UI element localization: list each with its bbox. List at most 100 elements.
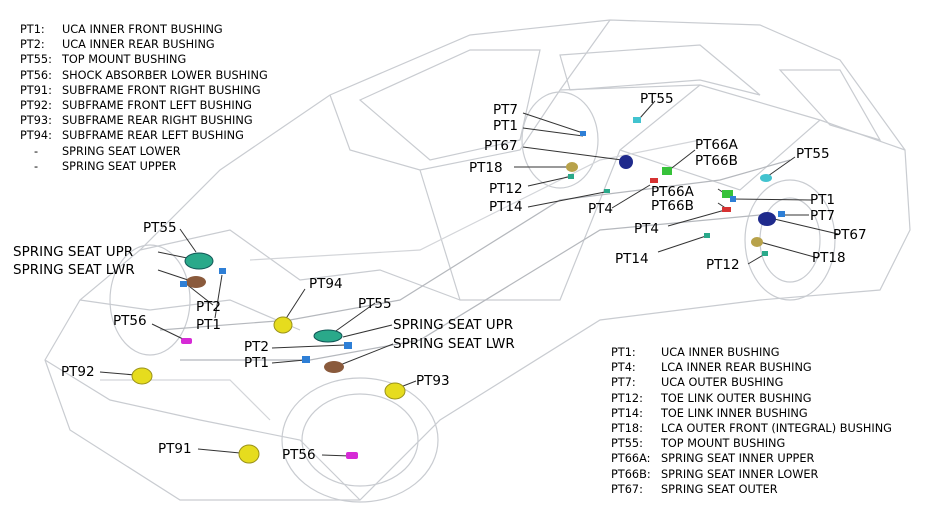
callout-rr-pt4: PT4 xyxy=(634,221,659,237)
callout-rr-pt7: PT7 xyxy=(810,208,835,224)
leader-lines xyxy=(99,100,839,457)
legend-desc: UCA OUTER BUSHING xyxy=(661,376,784,390)
legend-row: PT93:SUBFRAME REAR RIGHT BUSHING xyxy=(20,113,268,128)
legend-code: PT91: xyxy=(20,83,52,97)
legend-row: PT94:SUBFRAME REAR LEFT BUSHING xyxy=(20,128,268,143)
callout-fr-pt91: PT91 xyxy=(158,441,192,457)
pt1-rear-right-bushing xyxy=(730,196,736,202)
legend-code: PT66A: xyxy=(611,452,651,466)
legend-row: PT66B: SPRING SEAT INNER LOWER xyxy=(611,467,892,482)
legend-code: PT55: xyxy=(20,53,52,67)
callout-fl-pt55: PT55 xyxy=(143,220,177,236)
pt55-rear-right-mount xyxy=(760,174,772,182)
legend-row: PT14: TOE LINK INNER BUSHING xyxy=(611,406,892,421)
pt66-rear-left-seat xyxy=(662,167,672,175)
legend-row: PT92:SUBFRAME FRONT LEFT BUSHING xyxy=(20,98,268,113)
pt55-front-right-mount xyxy=(313,329,343,343)
callout-rr-pt55: PT55 xyxy=(796,146,830,162)
legend-row: PT2: UCA INNER REAR BUSHING xyxy=(20,37,268,52)
callout-fr-spring-lwr: SPRING SEAT LWR xyxy=(393,336,515,352)
legend-code: - xyxy=(34,159,39,173)
legend-desc: UCA INNER FRONT BUSHING xyxy=(62,23,223,36)
pt93-subframe-bushing xyxy=(384,382,406,400)
legend-desc: SPRING SEAT OUTER xyxy=(661,482,778,496)
legend-row: PT56: SHOCK ABSORBER LOWER BUSHING xyxy=(20,68,268,83)
spring-seat-lwr-front-left xyxy=(186,276,206,288)
callout-rl-pt66a: PT66A xyxy=(695,137,738,153)
callout-rl-pt18: PT18 xyxy=(469,160,503,176)
callout-fr-pt93: PT93 xyxy=(416,373,450,389)
callout-fr-spring-upr: SPRING SEAT UPR xyxy=(393,317,514,333)
callout-fl-pt2: PT2 xyxy=(196,299,221,315)
legend-code: PT2: xyxy=(20,38,45,52)
legend-code: PT67: xyxy=(611,482,643,496)
callout-rl-pt12: PT12 xyxy=(489,181,523,197)
legend-desc: UCA INNER REAR BUSHING xyxy=(62,38,215,52)
legend-code: PT66B: xyxy=(611,467,651,481)
legend-desc: LCA INNER REAR BUSHING xyxy=(661,361,812,375)
legend-row: PT1:UCA INNER BUSHING xyxy=(611,345,892,360)
pt67-rear-right-seat xyxy=(758,212,776,226)
callout-fr-pt2: PT2 xyxy=(244,339,269,355)
legend-code: PT56: xyxy=(20,68,52,82)
callout-rr-pt1: PT1 xyxy=(810,192,835,208)
pt18-rear-left-bushing xyxy=(566,162,578,172)
callout-rr-pt66a: PT66A xyxy=(651,184,694,200)
legend-row: PT55:TOP MOUNT BUSHING xyxy=(611,436,892,451)
legend-row: -SPRING SEAT LOWER xyxy=(20,144,268,159)
callout-rl-pt67: PT67 xyxy=(484,138,518,154)
legend-desc: SUBFRAME FRONT RIGHT BUSHING xyxy=(62,83,261,97)
callout-rr-pt67: PT67 xyxy=(833,227,867,243)
legend-row: PT66A: SPRING SEAT INNER UPPER xyxy=(611,451,892,466)
pt4-rear-left-bushing xyxy=(650,178,658,183)
legend-code: PT4: xyxy=(611,361,636,375)
legend-code: PT18: xyxy=(611,422,643,436)
callout-rl-pt4: PT4 xyxy=(588,201,613,217)
pt94-subframe-bushing xyxy=(273,316,293,334)
callout-fl-pt1: PT1 xyxy=(196,317,221,333)
legend-row: PT91: SUBFRAME FRONT RIGHT BUSHING xyxy=(20,83,268,98)
pt55-rear-left-mount xyxy=(633,117,641,123)
callout-fr-pt94: PT94 xyxy=(309,276,343,292)
pt92-subframe-bushing xyxy=(131,367,153,385)
spring-seat-lwr-front-right xyxy=(324,361,344,373)
legend-code: PT93: xyxy=(20,114,52,128)
legend-desc: TOE LINK INNER BUSHING xyxy=(661,406,808,420)
legend-code: PT55: xyxy=(611,437,643,451)
pt66-rear-right-seat xyxy=(722,190,733,198)
callout-fr-pt56: PT56 xyxy=(282,447,316,463)
pt1-front-left-bushing xyxy=(180,281,187,287)
legend-desc: SPRING SEAT INNER LOWER xyxy=(661,467,819,481)
callout-rl-pt66b: PT66B xyxy=(695,153,738,169)
legend-row: PT1: UCA INNER FRONT BUSHING xyxy=(20,22,268,37)
pt4-rear-right-bushing xyxy=(722,207,731,212)
parts xyxy=(131,117,785,464)
callout-fl-spring-upr: SPRING SEAT UPR xyxy=(13,244,134,260)
legend-code: PT1: xyxy=(20,23,45,36)
legend-code: PT1: xyxy=(611,346,636,359)
legend-desc: SPRING SEAT INNER UPPER xyxy=(661,452,815,466)
legend-desc: LCA OUTER FRONT (INTEGRAL) BUSHING xyxy=(661,422,892,436)
legend-row: PT18: LCA OUTER FRONT (INTEGRAL) BUSHING xyxy=(611,421,892,436)
pt7-rear-right-bushing xyxy=(778,211,785,217)
callout-rl-pt55: PT55 xyxy=(640,91,674,107)
legend-desc: SPRING SEAT UPPER xyxy=(62,159,177,173)
legend-row: PT55:TOP MOUNT BUSHING xyxy=(20,52,268,67)
legend-row: PT12:TOE LINK OUTER BUSHING xyxy=(611,391,892,406)
car-body-outline xyxy=(44,19,911,503)
callout-rl-pt7: PT7 xyxy=(493,102,518,118)
legend-code: PT12: xyxy=(611,391,643,405)
legend-desc: SHOCK ABSORBER LOWER BUSHING xyxy=(62,68,268,82)
legend-row: PT4: LCA INNER REAR BUSHING xyxy=(611,360,892,375)
legend-code: PT14: xyxy=(611,406,643,420)
pt18-rear-right-bushing xyxy=(751,237,763,247)
pt12-rear-left-bushing xyxy=(568,174,574,179)
pt7-rear-left-bushing xyxy=(580,131,586,136)
callout-rl-pt1: PT1 xyxy=(493,118,518,134)
pt91-subframe-bushing xyxy=(238,444,260,464)
callout-fr-pt1: PT1 xyxy=(244,355,269,371)
callout-rr-pt66b: PT66B xyxy=(651,198,694,214)
pt56-front-right-bushing xyxy=(346,452,358,459)
callout-fl-pt56: PT56 xyxy=(113,313,147,329)
legend-code: PT94: xyxy=(20,129,52,143)
